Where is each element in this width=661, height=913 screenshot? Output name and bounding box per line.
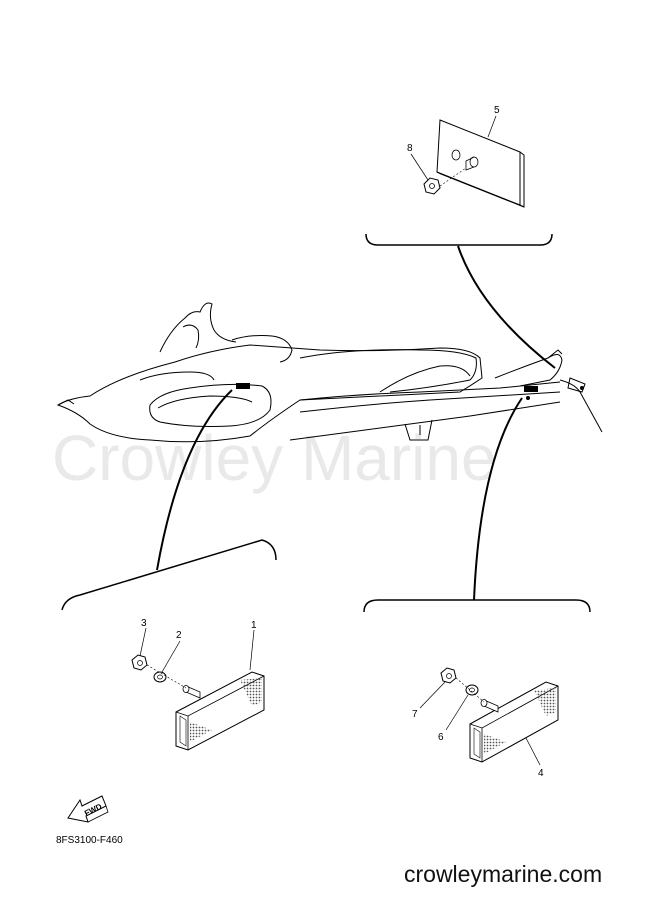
part-number-8: 8 xyxy=(407,143,413,154)
part-number-2: 2 xyxy=(176,630,182,641)
detail-left xyxy=(61,539,277,751)
site-footer: crowleymarine.com xyxy=(404,861,602,887)
hull-reflector-mark-front xyxy=(236,383,250,389)
detail-right xyxy=(363,599,591,766)
pointer-leaders xyxy=(156,245,556,601)
watermark: Crowley Marine xyxy=(52,422,497,494)
detail-top xyxy=(365,115,553,246)
watercraft-hull xyxy=(56,302,603,443)
fwd-arrow-icon xyxy=(67,795,109,823)
part-number-5: 5 xyxy=(494,105,500,116)
part-number-7: 7 xyxy=(412,709,418,720)
part-number-4: 4 xyxy=(538,768,544,779)
part-number-6: 6 xyxy=(438,732,444,743)
part-number-1: 1 xyxy=(251,620,257,631)
part-number-3: 3 xyxy=(141,618,147,629)
diagram-reference-code: 8FS3100-F460 xyxy=(56,835,123,846)
hull-reflector-mark-rear xyxy=(524,386,538,392)
